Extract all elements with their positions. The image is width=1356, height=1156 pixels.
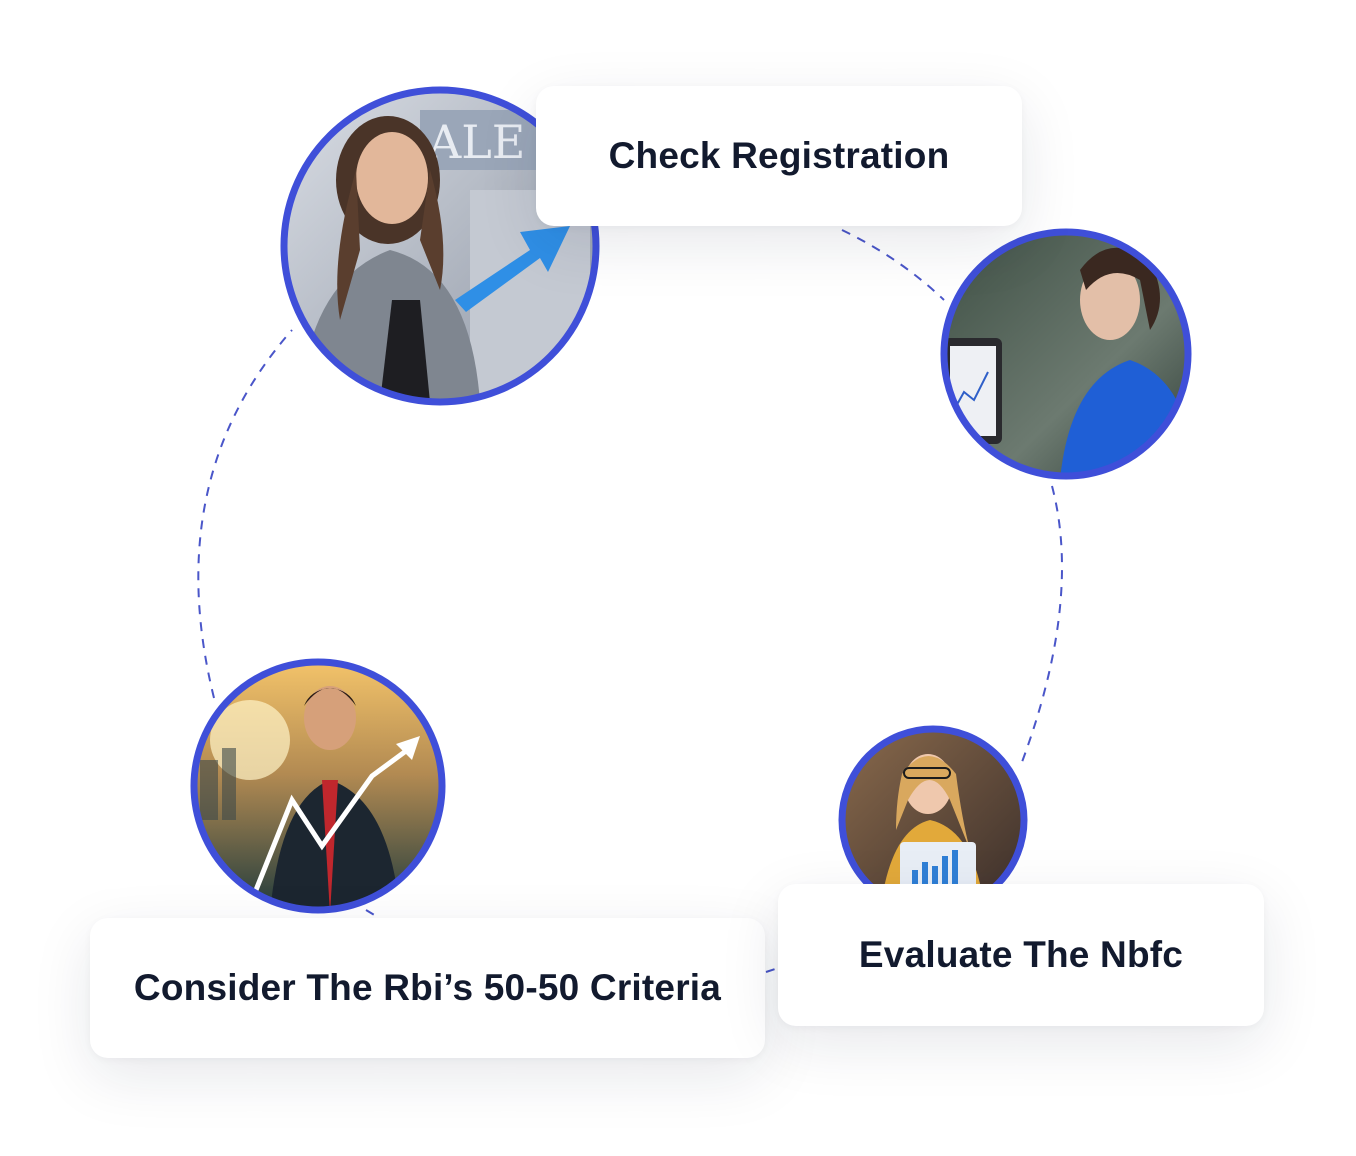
connector-check-to-second: [841, 229, 945, 301]
photo-ring: [940, 228, 1192, 480]
svg-text:ALE: ALE: [427, 115, 525, 169]
step-label: Evaluate The Nbfc: [858, 934, 1184, 975]
connector-second-to-evaluate: [1021, 485, 1063, 763]
dashed-connectors: [197, 229, 1063, 973]
connector-consider-to-first: [197, 329, 293, 699]
connector-consider-short: [365, 909, 377, 917]
step-label: Consider The Rbi’s 50-50 Criteria: [133, 967, 722, 1008]
step-card-evaluate-nbfc: Evaluate The Nbfc: [778, 884, 1264, 1026]
photo-man-with-growth-chart: [190, 658, 446, 914]
photo-ring: [280, 86, 600, 406]
step-label: Check Registration: [608, 135, 950, 176]
photo-woman-with-tablet-chart: [940, 228, 1192, 480]
step-card-consider-criteria: Consider The Rbi’s 50-50 Criteria: [90, 918, 765, 1058]
photo-ring: [190, 658, 446, 914]
step-card-check-registration: Check Registration: [536, 86, 1022, 226]
connector-evaluate-to-consider: [765, 967, 779, 973]
